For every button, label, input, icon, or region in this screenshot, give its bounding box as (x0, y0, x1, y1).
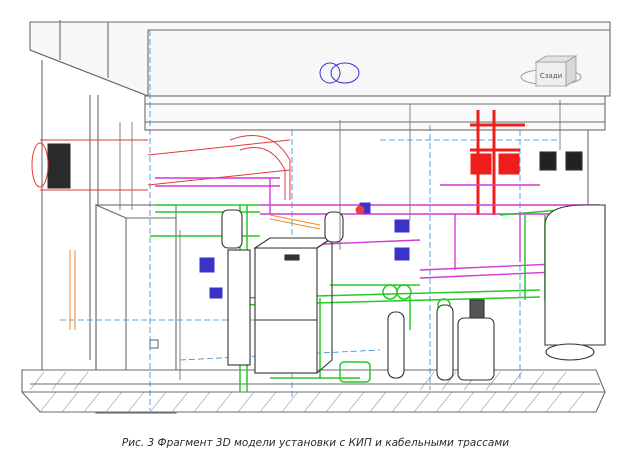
air-ducts (31, 135, 291, 200)
flow-meter (209, 287, 223, 299)
sensor-2 (355, 205, 365, 215)
storage-tank (544, 204, 606, 346)
temperature-sensor (394, 219, 410, 233)
gas-pipeline (470, 110, 525, 215)
control-valve (394, 247, 410, 261)
water-filter-2 (436, 304, 454, 381)
equipment (221, 151, 606, 381)
valve-2 (396, 284, 412, 300)
figure-caption: Рис. 3 Фрагмент 3D модели установки с КИ… (121, 437, 510, 449)
view-cube-label: Сзади (540, 72, 562, 80)
floor-hatching (29, 371, 585, 413)
pressure-gauge (199, 257, 215, 273)
gas-pump-1 (470, 153, 492, 175)
instruments (199, 62, 410, 299)
separator (221, 209, 243, 249)
air-grille (47, 143, 71, 189)
cables (69, 214, 321, 330)
water-filter-1 (387, 311, 405, 379)
fan-housing (330, 62, 360, 84)
model-3d-view: Сзади (21, 20, 611, 414)
expansion-vessel (324, 211, 344, 243)
view-cube[interactable]: Сзади (520, 55, 582, 87)
pump-3 (539, 151, 557, 171)
gas-pump-2 (498, 153, 520, 175)
pump-4 (565, 151, 583, 171)
brine-tank (457, 317, 495, 381)
circulation-pump (339, 361, 371, 383)
boiler-controller (227, 249, 251, 366)
hangers (119, 100, 561, 380)
building-structure (21, 20, 611, 414)
boiler (254, 247, 318, 374)
